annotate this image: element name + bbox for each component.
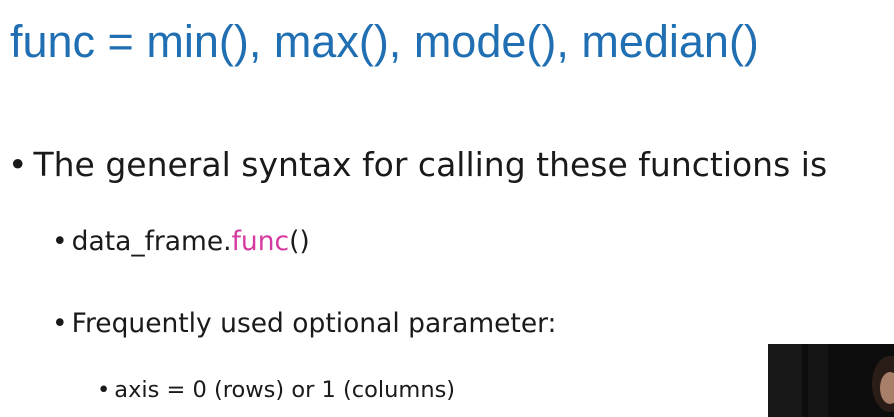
bullet-optional-parameter: •Frequently used optional parameter: (52, 306, 556, 342)
bullet-text: Frequently used optional parameter: (71, 308, 557, 339)
call-func-name: func (231, 226, 290, 257)
call-prefix: data_frame. (71, 226, 232, 257)
slide-title: func = min(), max(), mode(), median() (10, 16, 759, 67)
bullet-text: The general syntax for calling these fun… (33, 145, 828, 184)
bullet-dot-icon: • (8, 145, 28, 184)
presenter-silhouette-icon (768, 344, 894, 417)
bullet-dot-icon: • (52, 308, 68, 339)
call-suffix: () (289, 226, 310, 257)
bullet-text: axis = 0 (rows) or 1 (columns) (114, 377, 456, 403)
bullet-dot-icon: • (52, 226, 68, 257)
bullet-general-syntax: •The general syntax for calling these fu… (8, 143, 827, 187)
presenter-video-thumbnail (768, 344, 894, 417)
bullet-axis: •axis = 0 (rows) or 1 (columns) (97, 374, 455, 406)
bullet-function-call: •data_frame.func() (52, 224, 310, 260)
bullet-dot-icon: • (97, 377, 111, 403)
